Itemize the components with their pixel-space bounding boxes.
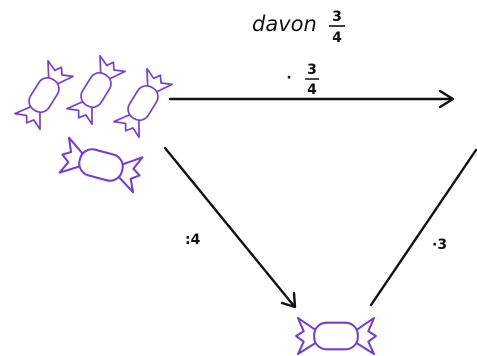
arrow-right-label: ·3 xyxy=(432,237,447,253)
arrow-top-operator: · xyxy=(286,70,291,86)
arrow-left-line xyxy=(163,146,296,308)
title-numerator: 3 xyxy=(332,9,342,25)
candy-group xyxy=(13,53,174,194)
candy-icon xyxy=(295,316,377,356)
arrow-top xyxy=(168,89,455,109)
arrow-top-label: · 3 4 xyxy=(286,62,319,98)
title-denominator: 4 xyxy=(332,30,342,46)
candy-icon xyxy=(65,53,127,127)
title: davon 3 4 xyxy=(252,9,345,46)
arrow-top-head xyxy=(438,89,455,109)
arrow-left-head xyxy=(280,291,297,309)
candy-icon xyxy=(13,58,75,132)
arrow-right xyxy=(369,148,477,307)
title-word: davon xyxy=(252,12,317,36)
candy-icon xyxy=(112,66,174,140)
arrow-left xyxy=(163,146,297,309)
arrow-left-label: :4 xyxy=(185,232,201,248)
arrow-top-denominator: 4 xyxy=(307,82,317,98)
arrow-right-line xyxy=(369,148,477,307)
arrow-top-numerator: 3 xyxy=(307,62,317,78)
candy-icon xyxy=(56,136,146,194)
candy-single xyxy=(295,316,377,356)
